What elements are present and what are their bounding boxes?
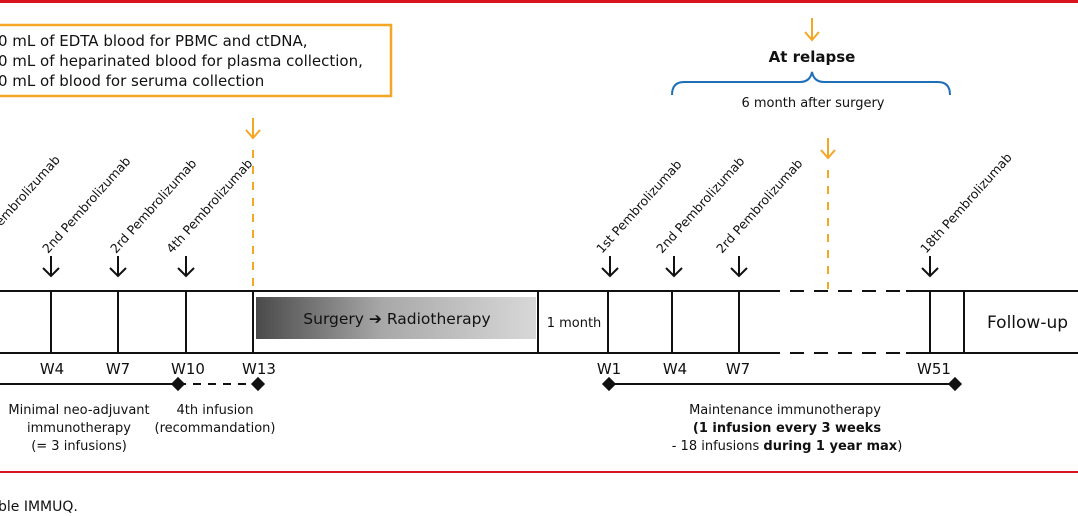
relapse-bracket — [671, 71, 951, 96]
neoadjuvant-line-3: (= 3 infusions) — [31, 439, 127, 454]
sampling-line-2: 0 mL of heparinated blood for plasma col… — [0, 52, 363, 70]
sample-arrow-icon — [820, 138, 836, 160]
week-label: W4 — [40, 360, 64, 378]
sampling-line-1: 0 mL of EDTA blood for PBMC and ctDNA, — [0, 32, 308, 50]
fourth-infusion-line-1: 4th infusion — [177, 403, 254, 418]
gap-label: 1 month — [547, 316, 602, 331]
maintenance-title: Maintenance immunotherapy — [689, 403, 881, 418]
fourth-infusion-line-2: (recommandation) — [155, 421, 276, 436]
dose-label-maint-18: 18th Pembrolizumab — [917, 150, 1015, 256]
phase-bracket-fourth-infusion — [178, 376, 266, 392]
sampling-box — [0, 23, 393, 98]
sampling-line-3: 0 mL of blood for seruma collection — [0, 72, 264, 90]
week-label: W51 — [917, 360, 951, 378]
dose-arrow-icon — [730, 256, 748, 278]
surgery-label: Surgery ➔ Radiotherapy — [303, 310, 490, 328]
dose-arrow-icon — [109, 256, 127, 278]
week-label: W7 — [726, 360, 750, 378]
timeline-band — [0, 290, 1078, 354]
dose-arrow-icon — [665, 256, 683, 278]
maintenance-duration: - 18 infusions during 1 year max) — [672, 439, 903, 454]
week-label: W1 — [597, 360, 621, 378]
dose-label-1: Pembrolizumab — [0, 152, 63, 234]
dose-arrow-icon — [601, 256, 619, 278]
dose-arrow-icon — [177, 256, 195, 278]
surgery-block — [256, 297, 536, 339]
maintenance-frequency: (1 infusion every 3 weeks — [693, 421, 881, 436]
dose-arrow-icon — [921, 256, 939, 278]
neoadjuvant-line-2: immunotherapy — [27, 421, 131, 436]
dose-arrow-icon — [42, 256, 60, 278]
phase-bracket-neoadjuvant — [0, 376, 186, 392]
maintenance-duration-bold: during 1 year max — [763, 439, 897, 454]
phase-bracket-maintenance — [601, 376, 963, 392]
maintenance-duration-suffix: ) — [897, 439, 902, 454]
week-label: W13 — [242, 360, 276, 378]
followup-label: Follow-up — [987, 313, 1068, 333]
relapse-arrow-icon — [804, 18, 820, 42]
neoadjuvant-line-1: Minimal neo-adjuvant — [8, 403, 149, 418]
week-label: W4 — [663, 360, 687, 378]
relapse-title: At relapse — [769, 48, 856, 66]
maintenance-duration-prefix: - 18 infusions — [672, 439, 764, 454]
week-label: W7 — [106, 360, 130, 378]
sample-arrow-icon — [245, 118, 261, 140]
week-label: W10 — [171, 360, 205, 378]
relapse-bracket-label: 6 month after surgery — [741, 96, 884, 111]
figure-caption: ble IMMUQ. — [0, 499, 78, 515]
